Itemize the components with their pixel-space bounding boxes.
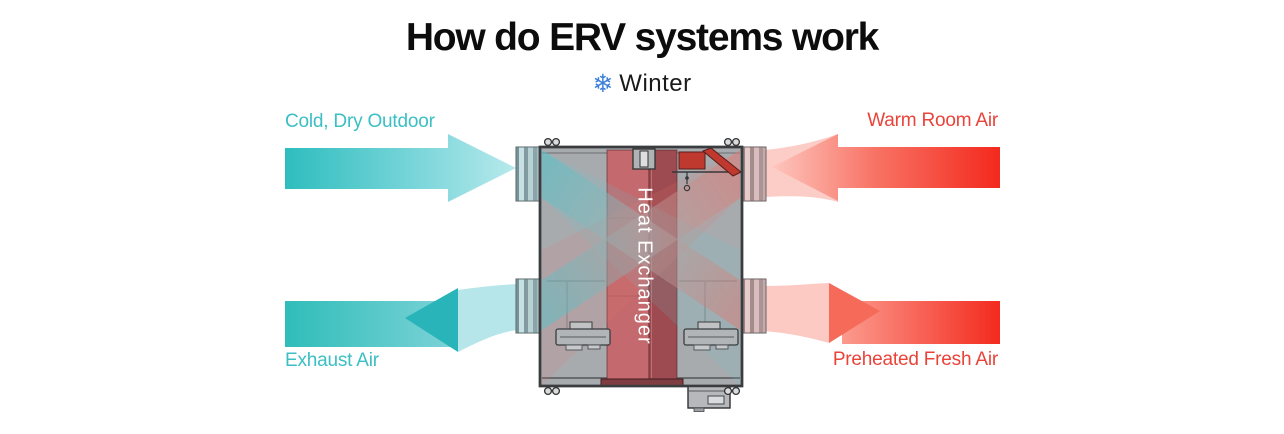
arrow-preheated-tail xyxy=(764,283,829,343)
season-indicator: ❄ Winter xyxy=(0,70,1284,98)
corner-clip-top-right xyxy=(723,137,741,147)
page-title: How do ERV systems work xyxy=(405,16,880,59)
left-fan-foot-1 xyxy=(565,344,583,351)
duct-tint-top-right xyxy=(742,147,766,201)
arrow-exhaust-head xyxy=(405,288,458,352)
damper-hook-ring xyxy=(683,184,691,192)
duct-tint-bottom-right xyxy=(742,279,766,333)
corner-clip-top-left xyxy=(543,137,561,147)
label-warm-room-air: Warm Room Air xyxy=(867,110,998,131)
label-exhaust-air: Exhaust Air xyxy=(285,350,379,371)
label-preheated-fresh-air: Preheated Fresh Air xyxy=(832,349,998,370)
duct-tint-top-left xyxy=(516,147,540,201)
right-fan-foot-2 xyxy=(715,344,729,350)
arrow-exhaust-tail xyxy=(458,284,518,352)
corner-clip-bottom-right xyxy=(723,386,741,396)
heat-exchanger-label: Heat Exchanger xyxy=(633,187,656,345)
arrow-cold-outdoor xyxy=(285,134,516,202)
electrical-box-connector xyxy=(707,395,725,405)
arrow-warm-room xyxy=(772,134,1000,201)
duct-tint-bottom-left xyxy=(516,279,540,333)
left-fan-tab xyxy=(569,321,593,330)
right-fan-foot-1 xyxy=(693,344,711,351)
exchanger-handle-slot xyxy=(639,150,649,168)
unit-border xyxy=(538,145,744,388)
right-fan-tab xyxy=(697,321,721,330)
electrical-box-tab xyxy=(693,407,705,412)
damper-hook-pin xyxy=(685,176,689,180)
damper-box xyxy=(678,151,706,170)
snowflake-icon: ❄ xyxy=(592,69,614,98)
beam-warm-to-exhaust xyxy=(542,150,740,330)
arrow-preheated-head xyxy=(829,283,880,343)
label-cold-dry-outdoor: Cold, Dry Outdoor xyxy=(285,111,435,132)
season-label: Winter xyxy=(619,70,692,97)
left-fan-foot-2 xyxy=(587,344,601,350)
corner-clip-bottom-left xyxy=(543,386,561,396)
